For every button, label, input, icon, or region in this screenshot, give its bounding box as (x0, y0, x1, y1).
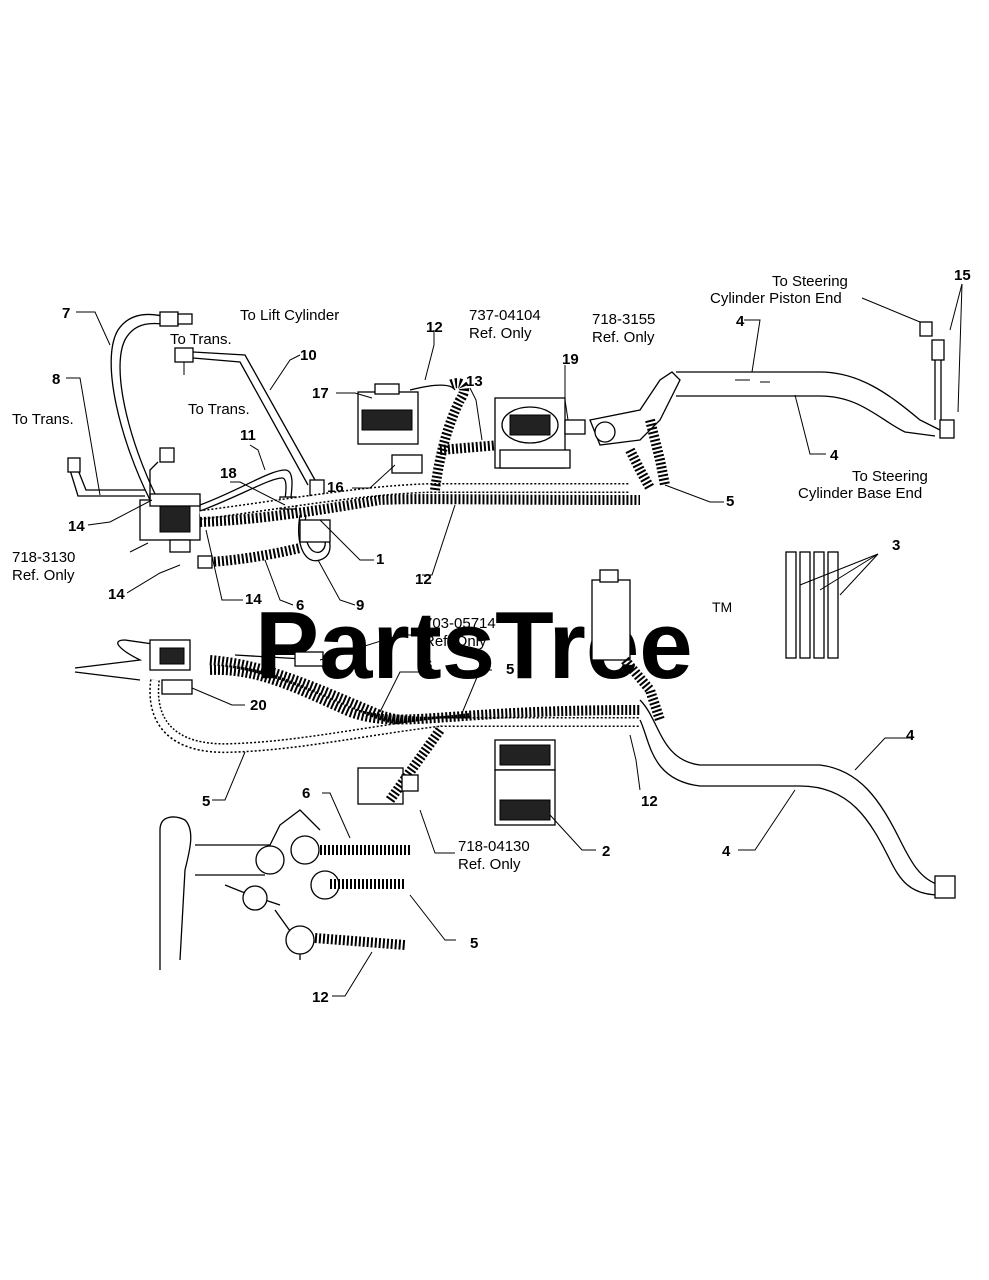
callout-9: 9 (356, 597, 364, 614)
callout-5-low: 5 (470, 935, 478, 952)
callout-12-bottom: 12 (312, 989, 329, 1006)
label-718-04130-ref: Ref. Only (458, 856, 521, 873)
label-737-04104-ref: Ref. Only (469, 325, 532, 342)
callout-4-top: 4 (736, 313, 745, 330)
label-to-lift-cylinder: To Lift Cylinder (240, 307, 339, 324)
callout-17: 17 (312, 385, 329, 402)
callout-12-low: 12 (641, 793, 658, 810)
label-718-04130: 718-04130 (458, 838, 530, 855)
part-3-tubes (785, 551, 839, 659)
callout-6-mid: 6 (424, 657, 432, 674)
callout-2: 2 (602, 843, 610, 860)
label-737-04104: 737-04104 (469, 307, 541, 324)
callout-19: 19 (562, 351, 579, 368)
callout-11: 11 (240, 427, 256, 444)
label-to-steering-piston-end: Cylinder Piston End (710, 290, 842, 307)
label-718-3130-ref: Ref. Only (12, 567, 75, 584)
callout-15: 15 (954, 267, 971, 284)
leader-lines (66, 283, 963, 997)
callout-18: 18 (220, 465, 237, 482)
callout-12-top: 12 (426, 319, 443, 336)
callout-13: 13 (466, 373, 483, 390)
callout-4-right: 4 (830, 447, 839, 464)
callout-3: 3 (892, 537, 900, 554)
callout-6-top: 6 (296, 597, 304, 614)
callout-5-mid: 5 (506, 661, 514, 678)
callout-5-top: 5 (726, 493, 734, 510)
label-to-steering-base: To Steering (852, 468, 928, 485)
callout-6-low: 6 (302, 785, 310, 802)
callout-16: 16 (327, 479, 344, 496)
callout-12-mid: 12 (415, 571, 432, 588)
label-to-steering-piston: To Steering (772, 273, 848, 290)
label-to-steering-base-end: Cylinder Base End (798, 485, 922, 502)
bottom-detail (159, 809, 410, 970)
middle-assembly (74, 569, 956, 899)
callout-8: 8 (52, 371, 60, 388)
callout-20: 20 (250, 697, 267, 714)
labels: To Lift Cylinder To Trans. To Trans. To … (12, 273, 928, 873)
label-to-trans-mid: To Trans. (188, 401, 250, 418)
label-718-3155-ref: Ref. Only (592, 329, 655, 346)
callout-4-low-b: 4 (722, 843, 731, 860)
callout-5-left: 5 (202, 793, 210, 810)
label-718-3130: 718-3130 (12, 549, 75, 566)
watermark-tm: TM (712, 599, 732, 615)
callout-4-low-a: 4 (906, 727, 915, 744)
top-assembly (67, 311, 955, 569)
callout-7: 7 (62, 305, 70, 322)
label-703-05714-ref: Ref. Only (424, 633, 487, 650)
callout-1: 1 (376, 551, 384, 568)
label-718-3155: 718-3155 (592, 311, 655, 328)
callout-14-c: 14 (245, 591, 262, 608)
callout-10: 10 (300, 347, 317, 364)
callout-14-b: 14 (108, 586, 125, 603)
callouts: 7 8 10 12 13 17 19 4 15 11 18 16 14 1 12… (52, 267, 971, 1006)
label-703-05714: 703-05714 (424, 615, 496, 632)
callout-14-a: 14 (68, 518, 85, 535)
label-to-trans-left: To Trans. (12, 411, 74, 428)
label-to-trans-top: To Trans. (170, 331, 232, 348)
